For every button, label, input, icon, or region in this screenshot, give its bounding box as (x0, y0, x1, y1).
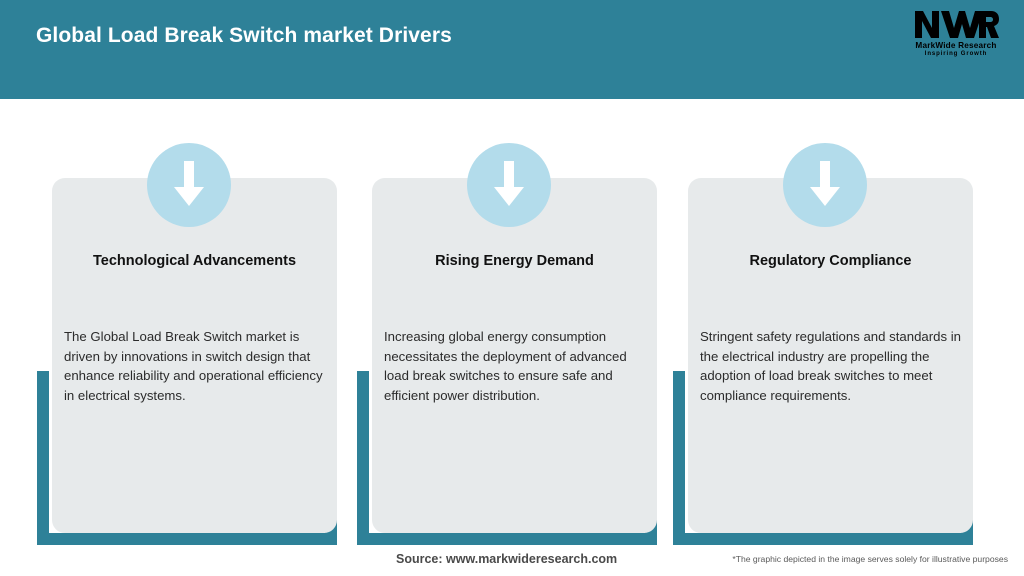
card-heading: Technological Advancements (92, 253, 297, 269)
down-arrow-icon (467, 143, 551, 227)
header-bar (0, 0, 1024, 99)
card-panel: Regulatory Compliance Stringent safety r… (688, 178, 973, 533)
logo-tagline: Inspiring Growth (924, 51, 988, 57)
down-arrow-glyph (174, 161, 204, 206)
down-arrow-icon (147, 143, 231, 227)
card-body-text: The Global Load Break Switch market is d… (64, 329, 323, 403)
card-bracket-bottom (37, 533, 337, 545)
disclaimer-label: *The graphic depicted in the image serve… (732, 554, 1008, 564)
card-body-text: Stringent safety regulations and standar… (700, 329, 961, 403)
logo-name: MarkWide Research (915, 41, 997, 50)
card-panel: Technological Advancements The Global Lo… (52, 178, 337, 533)
card-body-text: Increasing global energy consumption nec… (384, 329, 627, 403)
card-panel: Rising Energy Demand Increasing global e… (372, 178, 657, 533)
down-arrow-glyph (494, 161, 524, 206)
card-bracket-left (357, 371, 369, 545)
card-bracket-left (37, 371, 49, 545)
source-label: Source: www.markwideresearch.com (396, 552, 618, 566)
brand-logo: MarkWide Research Inspiring Growth (904, 8, 1008, 66)
driver-card-regulatory-compliance[interactable]: Regulatory Compliance Stringent safety r… (673, 99, 1003, 545)
driver-card-technological-advancements[interactable]: Technological Advancements The Global Lo… (37, 99, 367, 545)
card-heading: Rising Energy Demand (435, 253, 594, 269)
footer: Source: www.markwideresearch.com *The gr… (0, 545, 1024, 576)
down-arrow-glyph (810, 161, 840, 206)
driver-card-rising-energy-demand[interactable]: Rising Energy Demand Increasing global e… (357, 99, 687, 545)
mwr-logo-icon (915, 11, 999, 38)
drivers-card-group: Technological Advancements The Global Lo… (0, 99, 1024, 545)
card-heading: Regulatory Compliance (749, 253, 912, 269)
card-bracket-bottom (357, 533, 657, 545)
page-title: Global Load Break Switch market Drivers (36, 24, 452, 47)
card-bracket-bottom (673, 533, 973, 545)
card-bracket-left (673, 371, 685, 545)
down-arrow-icon (783, 143, 867, 227)
